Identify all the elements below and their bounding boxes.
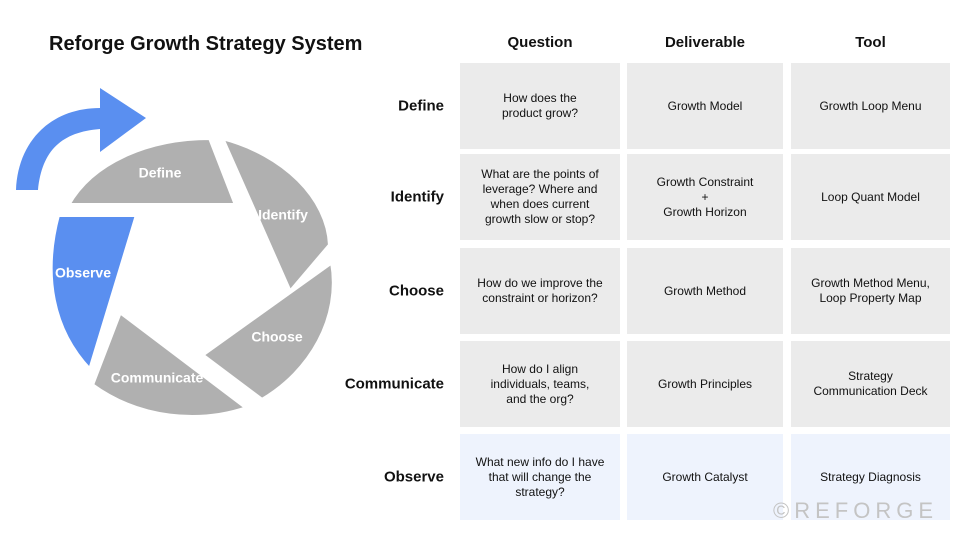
observe-question-cell: What new info do I have that will change… bbox=[460, 434, 620, 520]
row-label-identify: Identify bbox=[390, 188, 444, 206]
observe-tool-cell: Strategy Diagnosis bbox=[791, 434, 950, 520]
identify-question-cell: What are the points of leverage? Where a… bbox=[460, 154, 620, 240]
reforge-watermark: ©REFORGE bbox=[773, 498, 938, 523]
cycle-segment-choose bbox=[200, 260, 336, 402]
cycle-label-define: Define bbox=[139, 165, 182, 181]
cycle-label-communicate: Communicate bbox=[111, 370, 204, 386]
curved-arrow-icon bbox=[16, 88, 146, 190]
identify-deliverable-cell: Growth Constraint + Growth Horizon bbox=[627, 154, 783, 240]
communicate-tool-cell: Strategy Communication Deck bbox=[791, 341, 950, 427]
observe-deliverable-cell: Growth Catalyst bbox=[627, 434, 783, 520]
cycle-segment-communicate bbox=[90, 310, 249, 419]
define-question-cell: How does the product grow? bbox=[460, 63, 620, 149]
page-title: Reforge Growth Strategy System bbox=[49, 33, 363, 55]
communicate-question-cell: How do I align individuals, teams, and t… bbox=[460, 341, 620, 427]
cycle-segment-observe bbox=[48, 213, 139, 372]
choose-deliverable-cell: Growth Method bbox=[627, 248, 783, 334]
cycle-label-observe: Observe bbox=[55, 265, 111, 281]
tool-header: Tool bbox=[855, 34, 886, 51]
choose-tool-cell: Growth Method Menu, Loop Property Map bbox=[791, 248, 950, 334]
question-header: Question bbox=[507, 34, 573, 51]
cycle-segment-define bbox=[66, 136, 238, 207]
deliverable-header: Deliverable bbox=[664, 34, 746, 51]
define-deliverable-cell: Growth Model bbox=[627, 63, 783, 149]
cycle-label-identify: Identify bbox=[258, 207, 308, 223]
row-label-observe: Observe bbox=[383, 468, 444, 486]
communicate-deliverable-cell: Growth Principles bbox=[627, 341, 783, 427]
identify-tool-cell: Loop Quant Model bbox=[791, 154, 950, 240]
cycle-segment-identify bbox=[220, 136, 332, 294]
row-label-communicate: Communicate bbox=[344, 375, 444, 393]
define-tool-cell: Growth Loop Menu bbox=[791, 63, 950, 149]
cycle-label-choose: Choose bbox=[251, 329, 303, 345]
choose-question-cell: How do we improve the constraint or hori… bbox=[460, 248, 620, 334]
row-label-choose: Choose bbox=[388, 282, 444, 300]
row-label-define: Define bbox=[398, 97, 444, 115]
